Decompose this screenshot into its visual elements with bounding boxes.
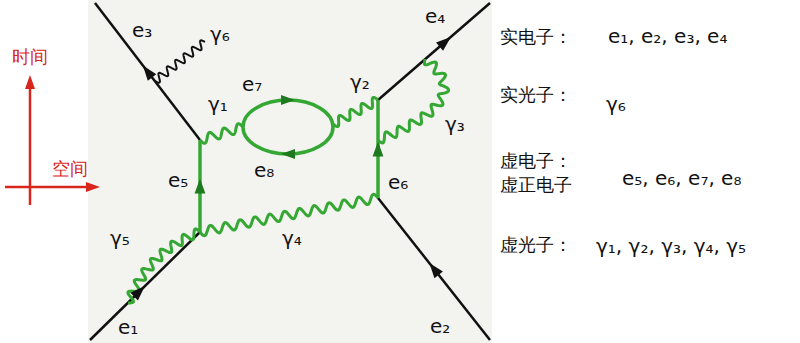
legend-heading: 虚电子： [500, 150, 572, 172]
electron-line [378, 3, 490, 100]
electron-line [95, 3, 200, 140]
particle-label: γ₅ [110, 226, 130, 250]
legend-heading: 虚正电子 [500, 174, 572, 196]
electron-arrowhead [436, 37, 451, 51]
virtual-pair-loop [243, 100, 333, 154]
legend-heading: 实光子： [500, 84, 572, 106]
particle-label: e₆ [388, 170, 408, 194]
particle-label: e₄ [425, 4, 445, 28]
particle-label: γ₂ [350, 70, 370, 94]
photo-ground [88, 0, 492, 343]
particle-list: γ₆ [606, 92, 626, 116]
particle-label: γ₆ [210, 22, 230, 46]
particle-list: e₁, e₂, e₃, e₄ [608, 24, 727, 48]
electron-arrowhead [143, 66, 156, 81]
particle-label: γ₁ [208, 92, 228, 116]
space-axis [5, 186, 90, 189]
virtual-photon [128, 229, 200, 303]
axis-arrowhead [25, 75, 35, 89]
particle-label: e₅ [168, 168, 188, 192]
axis-label: 时间 [12, 46, 48, 68]
electron-arrowhead [373, 142, 384, 157]
electron-arrowhead [130, 286, 145, 300]
virtual-photon [200, 124, 243, 144]
electron-arrowhead [429, 263, 443, 278]
axis-label: 空间 [52, 158, 88, 180]
electron-arrowhead [281, 149, 295, 159]
particle-label: e₈ [254, 158, 274, 182]
electron-line [90, 232, 200, 340]
electron-arrowhead [281, 95, 295, 105]
particle-list: e₅, e₆, e₇, e₈ [622, 166, 741, 190]
virtual-photon [378, 59, 449, 143]
legend-heading: 实电子： [500, 26, 572, 48]
particle-label: γ₃ [445, 112, 465, 136]
real-photon [155, 40, 205, 82]
electron-arrowhead [195, 179, 206, 194]
axis-arrowhead [86, 182, 100, 192]
particle-label: e₂ [430, 314, 450, 338]
particle-label: γ₄ [282, 226, 302, 250]
particle-label: e₁ [118, 315, 138, 339]
particle-list: γ₁, γ₂, γ₃, γ₄, γ₅ [596, 234, 746, 258]
particle-label: e₃ [132, 18, 152, 42]
virtual-photon [333, 97, 378, 126]
legend-heading: 虚光子： [500, 234, 572, 256]
electron-line [378, 198, 490, 340]
particle-label: e₇ [242, 72, 262, 96]
